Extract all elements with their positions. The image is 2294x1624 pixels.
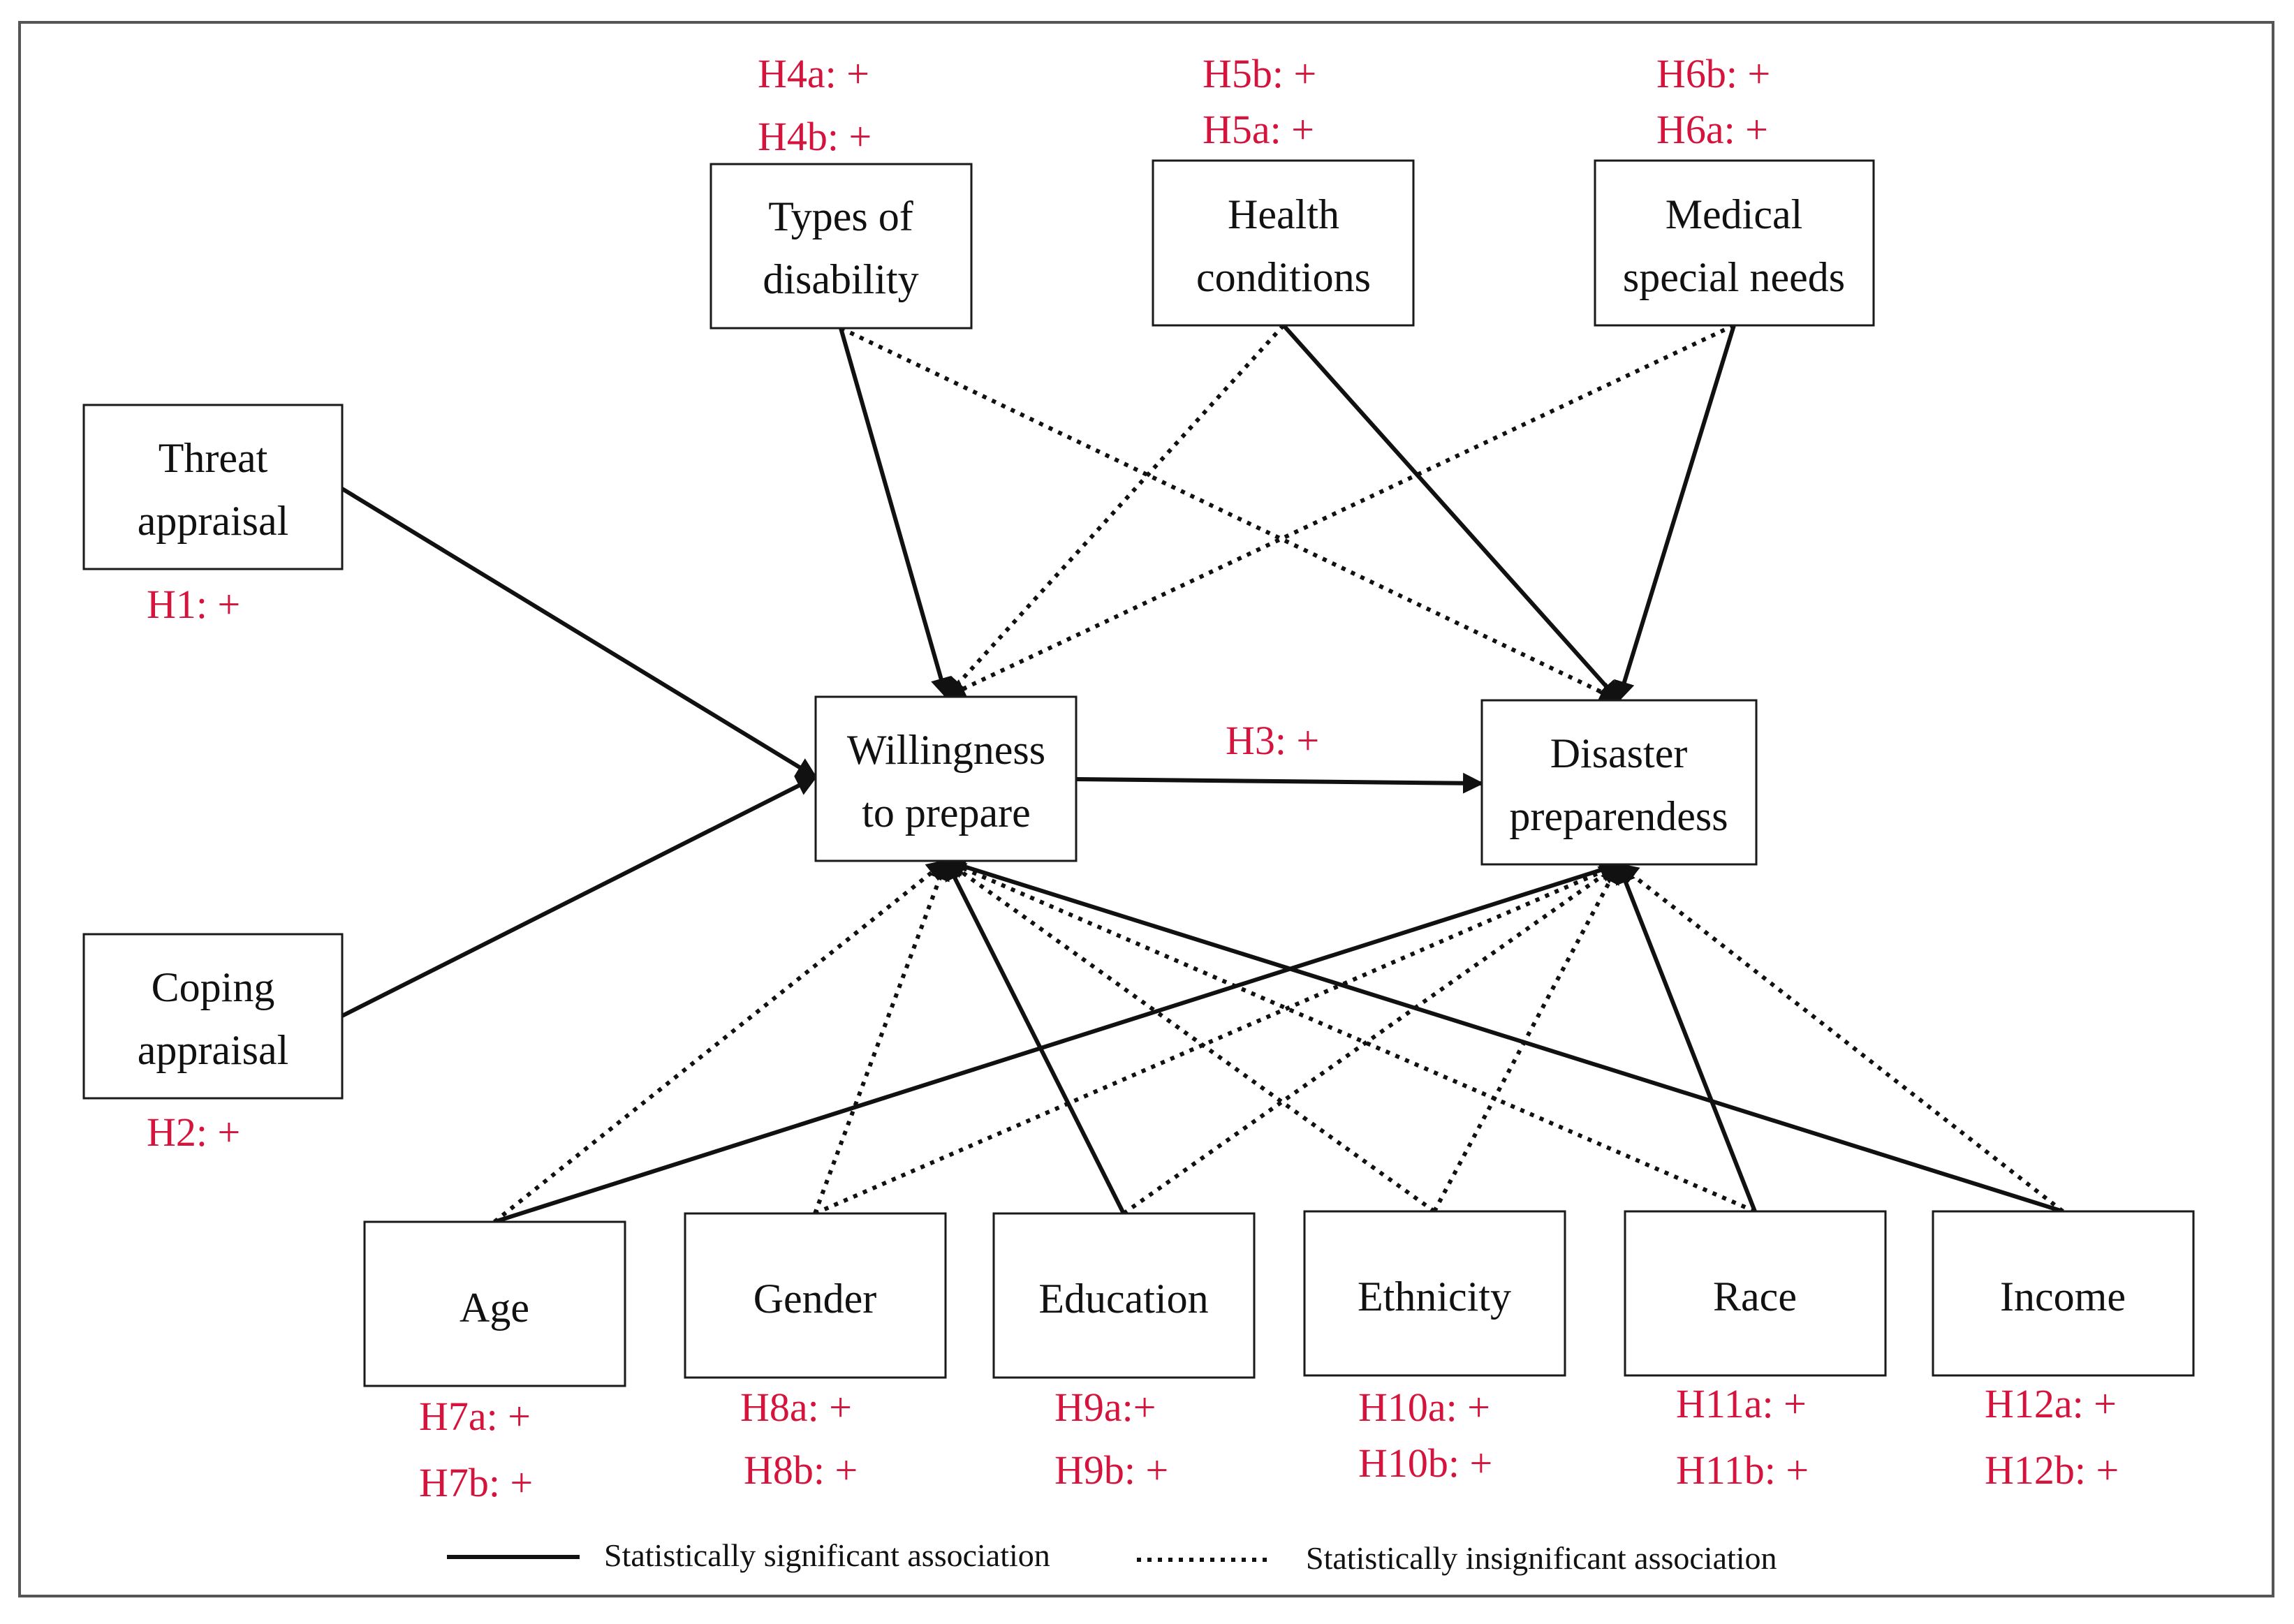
node-coping-appraisal: Coping appraisal xyxy=(82,933,344,1100)
edge-income-to-willing xyxy=(944,856,2064,1213)
hyp-h5a: H5a: + xyxy=(1203,107,1314,152)
hyp-h8a: H8a: + xyxy=(740,1385,852,1430)
hyp-h11a: H11a: + xyxy=(1676,1381,1807,1426)
edge-types-to-willing xyxy=(839,327,951,699)
edge-education-to-disaster xyxy=(1122,862,1621,1216)
edge-medical-to-willing xyxy=(944,323,1735,699)
hyp-h10a: H10a: + xyxy=(1358,1385,1490,1430)
node-types-line-1: Types of xyxy=(768,193,913,239)
node-types-of-disability: Types of disability xyxy=(709,163,973,330)
node-health-line-2: conditions xyxy=(1196,254,1371,300)
node-threat-appraisal: Threat appraisal xyxy=(82,404,344,570)
node-education-label: Education xyxy=(1038,1276,1208,1322)
hyp-h5b: H5b: + xyxy=(1203,51,1316,96)
edge-education-to-willing xyxy=(944,859,1126,1215)
figure-frame xyxy=(18,21,2274,1597)
edge-age-to-disaster xyxy=(494,859,1621,1224)
edge-medical-to-disaster xyxy=(1614,325,1736,702)
edge-ethnicity-to-willing xyxy=(944,859,1436,1213)
node-disaster-line-2: preparendess xyxy=(1509,793,1728,839)
node-income-label: Income xyxy=(2000,1274,2126,1320)
node-race: Race xyxy=(1624,1210,1887,1377)
hyp-h3: H3: + xyxy=(1226,718,1319,763)
edge-types-to-disaster xyxy=(839,326,1621,702)
edge-health-to-disaster xyxy=(1281,324,1621,702)
node-coping-line-1: Coping xyxy=(152,964,275,1010)
node-age: Age xyxy=(363,1220,626,1387)
node-medical-special-needs: Medical special needs xyxy=(1594,159,1875,327)
node-income: Income xyxy=(1932,1210,2195,1377)
hyp-h4a: H4a: + xyxy=(758,51,869,96)
node-ethnicity-label: Ethnicity xyxy=(1358,1274,1511,1320)
node-gender: Gender xyxy=(684,1212,947,1379)
node-threat-line-1: Threat xyxy=(159,435,268,481)
node-age-label: Age xyxy=(459,1285,529,1331)
edge-race-to-willing xyxy=(944,858,1756,1213)
legend-insignificant-label: Statistically insignificant association xyxy=(1306,1540,1777,1576)
node-education: Education xyxy=(992,1212,1256,1379)
hyp-h10b: H10b: + xyxy=(1358,1440,1492,1486)
edge-coping-to-willing xyxy=(341,775,818,1018)
node-willing-line-1: Willingness xyxy=(847,727,1045,773)
edge-gender-to-disaster xyxy=(814,862,1621,1216)
hypothesis-labels: H1: + H2: + H3: + H4a: + H4b: + H5b: + H… xyxy=(147,51,2119,1505)
hyp-h9b: H9b: + xyxy=(1054,1447,1168,1493)
legend: Statistically significant association St… xyxy=(447,1537,1777,1576)
edges-layer xyxy=(341,323,2064,1224)
legend-significant-label: Statistically significant association xyxy=(604,1537,1050,1573)
hyp-h6a: H6a: + xyxy=(1656,107,1768,152)
edge-ethnicity-to-disaster xyxy=(1432,862,1621,1213)
edge-race-to-disaster xyxy=(1615,862,1757,1213)
edge-health-to-willing xyxy=(944,323,1286,699)
node-willing-line-2: to prepare xyxy=(862,790,1031,836)
node-ethnicity: Ethnicity xyxy=(1303,1210,1566,1377)
node-medical-line-1: Medical xyxy=(1666,191,1803,237)
edge-age-to-willing xyxy=(493,859,948,1224)
node-race-label: Race xyxy=(1713,1274,1797,1320)
hyp-h11b: H11b: + xyxy=(1676,1447,1809,1493)
hyp-h1: H1: + xyxy=(147,582,240,627)
node-threat-line-2: appraisal xyxy=(138,498,289,544)
hyp-h7b: H7b: + xyxy=(419,1460,533,1505)
node-disaster-preparedness: Disaster preparendess xyxy=(1480,699,1758,866)
hyp-h12a: H12a: + xyxy=(1985,1381,2117,1426)
node-coping-line-2: appraisal xyxy=(138,1027,289,1073)
hyp-h2: H2: + xyxy=(147,1109,240,1155)
node-types-line-2: disability xyxy=(763,256,918,302)
edge-threat-to-willing xyxy=(341,487,818,779)
node-willingness-to-prepare: Willingness to prepare xyxy=(814,695,1078,862)
node-health-conditions: Health conditions xyxy=(1152,159,1415,327)
node-medical-line-2: special needs xyxy=(1623,254,1845,300)
hyp-h12b: H12b: + xyxy=(1985,1447,2119,1493)
hyp-h7a: H7a: + xyxy=(419,1394,531,1439)
hyp-h6b: H6b: + xyxy=(1656,51,1770,96)
node-disaster-line-1: Disaster xyxy=(1550,730,1688,776)
node-health-line-1: Health xyxy=(1228,191,1339,237)
edge-willing-to-disaster xyxy=(1075,772,1484,794)
node-gender-label: Gender xyxy=(753,1276,877,1322)
hyp-h4b: H4b: + xyxy=(758,114,872,159)
hyp-h9a: H9a:+ xyxy=(1054,1385,1156,1430)
hyp-h8b: H8b: + xyxy=(744,1447,858,1493)
